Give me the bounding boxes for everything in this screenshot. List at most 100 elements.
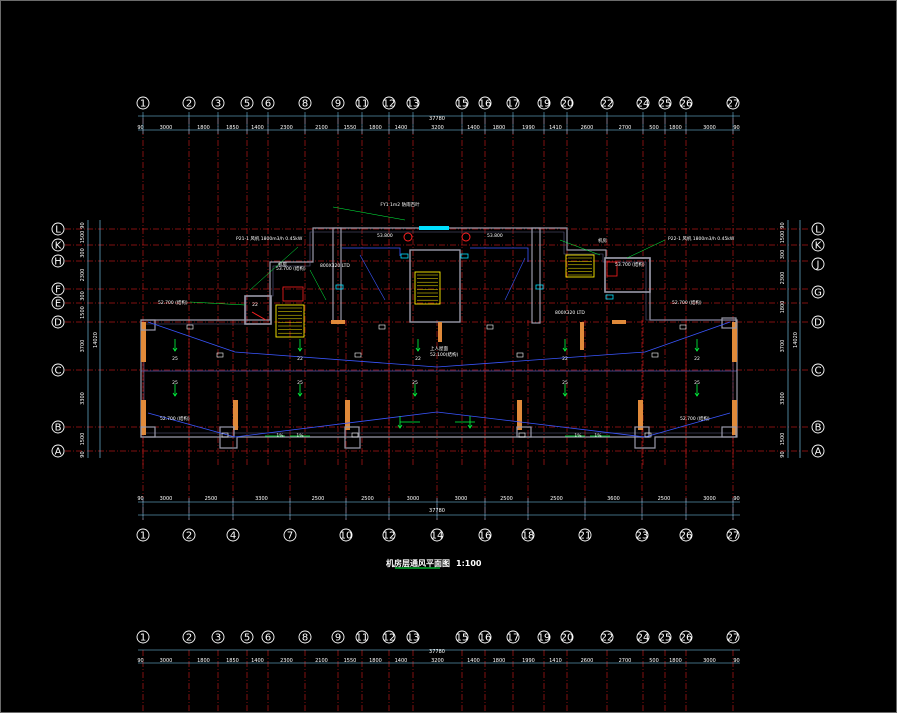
- top-axis-bubble-circle: [355, 96, 369, 110]
- bottom-dim-value: 3600: [607, 496, 620, 502]
- lower-axis-bubble-label: 6: [265, 633, 271, 644]
- lower-dim-value: 1800: [669, 658, 682, 664]
- left-axis-bubble-label: C: [55, 366, 62, 377]
- leader-line: [189, 301, 246, 306]
- left-axis-bubble-circle: [51, 363, 65, 377]
- parapet-post: [141, 322, 146, 362]
- lower-dim-value: 90: [137, 658, 143, 664]
- fan-icon: [461, 232, 471, 242]
- duct-fitting: [535, 284, 544, 290]
- right-dim-value: 1500: [780, 433, 786, 446]
- parapet-post: [517, 400, 522, 430]
- left-axis-bubble-circle: [51, 282, 65, 296]
- lower-axis-bubble-circle: [182, 630, 196, 644]
- ventilation-ducts: [147, 247, 731, 438]
- stair-flight-right: [565, 254, 595, 278]
- top-dim-value: 1800: [197, 125, 210, 131]
- bottom-dim-value: 3300: [255, 496, 268, 502]
- lower-axis-bubble-label: 2: [186, 633, 192, 644]
- left-axis-bubble-label: B: [55, 423, 62, 434]
- left-axis-bubble-circle: [51, 444, 65, 458]
- pipe-label: 22: [297, 356, 303, 362]
- top-total-dim: 37780: [429, 116, 445, 122]
- right-axis-bubble-label: B: [815, 423, 822, 434]
- left-dim-value: 3300: [80, 392, 86, 405]
- leader-line: [249, 246, 299, 291]
- lower-axis-bubble-label: 5: [244, 633, 250, 644]
- top-dim-value: 90: [137, 125, 143, 131]
- lower-axis-bubble-circle: [726, 630, 740, 644]
- wall-right-shaft: [531, 227, 541, 324]
- left-axis-bubble-label: D: [54, 318, 62, 329]
- right-axis-bubble-circle: [811, 420, 825, 434]
- right-dim-value: 1800: [780, 301, 786, 314]
- bottom-axis-bubble-label: 1: [140, 531, 146, 542]
- lower-axis-bubble-label: 11: [356, 633, 369, 644]
- lower-axis-bubble-circle: [537, 630, 551, 644]
- lower-dim-value: 2100: [315, 658, 328, 664]
- top-dim-value: 500: [649, 125, 659, 131]
- roof-drain: [186, 324, 194, 330]
- top-dim-value: 1800: [669, 125, 682, 131]
- stair-flight-center: [414, 271, 441, 305]
- parapet-post: [233, 400, 238, 430]
- top-dim-value: 3200: [431, 125, 444, 131]
- left-dim-value: 90: [80, 451, 86, 457]
- parapet-post: [638, 400, 643, 430]
- lower-dim-value: 2600: [581, 658, 594, 664]
- fan-right-note: P22-1 风机 1800m3/h 0.45kW: [668, 235, 735, 242]
- bottom-dim-value: 3000: [703, 496, 716, 502]
- lower-axis-bubble-label: 3: [215, 633, 221, 644]
- left-dim-value: 1500: [80, 231, 86, 244]
- exhaust-outlet: [251, 311, 267, 321]
- top-axis-bubble-label: 26: [680, 99, 693, 110]
- wall-left-shaft: [332, 227, 342, 324]
- roof-drain: [516, 352, 524, 358]
- roof-drain: [486, 324, 494, 330]
- lower-total-dim: 37780: [429, 649, 445, 655]
- duct-fitting: [335, 284, 344, 290]
- lower-axis-bubble-label: 12: [383, 633, 396, 644]
- lower-dim-value: 1800: [493, 658, 506, 664]
- lower-dim-value: 90: [733, 658, 739, 664]
- slope-label: 1%: [276, 433, 284, 439]
- top-axis-bubble-label: 6: [265, 99, 271, 110]
- right-axis-bubble-label: A: [815, 447, 822, 458]
- elev-center: 52.100(结构): [430, 351, 459, 358]
- pipe-label: 22: [562, 356, 568, 362]
- top-axis-bubble-circle: [560, 96, 574, 110]
- lower-dim-value: 1800: [369, 658, 382, 664]
- bottom-axis-bubble-label: 7: [287, 531, 293, 542]
- top-axis-bubble-label: 22: [601, 99, 614, 110]
- lower-axis-bubble-circle: [298, 630, 312, 644]
- top-dim-value: 2700: [619, 125, 632, 131]
- pipe-label: 25: [562, 380, 568, 386]
- top-axis-bubble-circle: [658, 96, 672, 110]
- roof-drain: [378, 324, 386, 330]
- fan-box-right: [606, 261, 618, 277]
- flow-arrow-head: [172, 392, 178, 397]
- bottom-axis-bubble-circle: [726, 528, 740, 542]
- top-axis-bubble-label: 9: [335, 99, 341, 110]
- top-axis-bubble-label: 24: [637, 99, 650, 110]
- lower-axis-bubble-label: 13: [407, 633, 420, 644]
- lower-dim-value: 3000: [160, 658, 173, 664]
- lower-axis-bubble-circle: [406, 630, 420, 644]
- pipe-label: 22: [694, 356, 700, 362]
- right-dim-value: 3300: [780, 392, 786, 405]
- top-axis-bubble-label: 8: [302, 99, 308, 110]
- bottom-axis-bubble-label: 18: [522, 531, 535, 542]
- bottom-axis-bubble-label: 16: [479, 531, 492, 542]
- elev-right-top: 52.700 (结构): [672, 299, 702, 306]
- bottom-axis-bubble-label: 4: [230, 531, 236, 542]
- bottom-axis-bubble-circle: [226, 528, 240, 542]
- bottom-dim-value: 2500: [658, 496, 671, 502]
- top-axis-bubble-circle: [455, 96, 469, 110]
- duct-fitting: [605, 294, 614, 300]
- parapet-post: [612, 320, 626, 324]
- bottom-axis-bubble-circle: [339, 528, 353, 542]
- elev-right-bot: 52.700 (结构): [680, 415, 710, 422]
- left-axis-bubble-circle: [51, 222, 65, 236]
- lower-axis-bubble-label: 9: [335, 633, 341, 644]
